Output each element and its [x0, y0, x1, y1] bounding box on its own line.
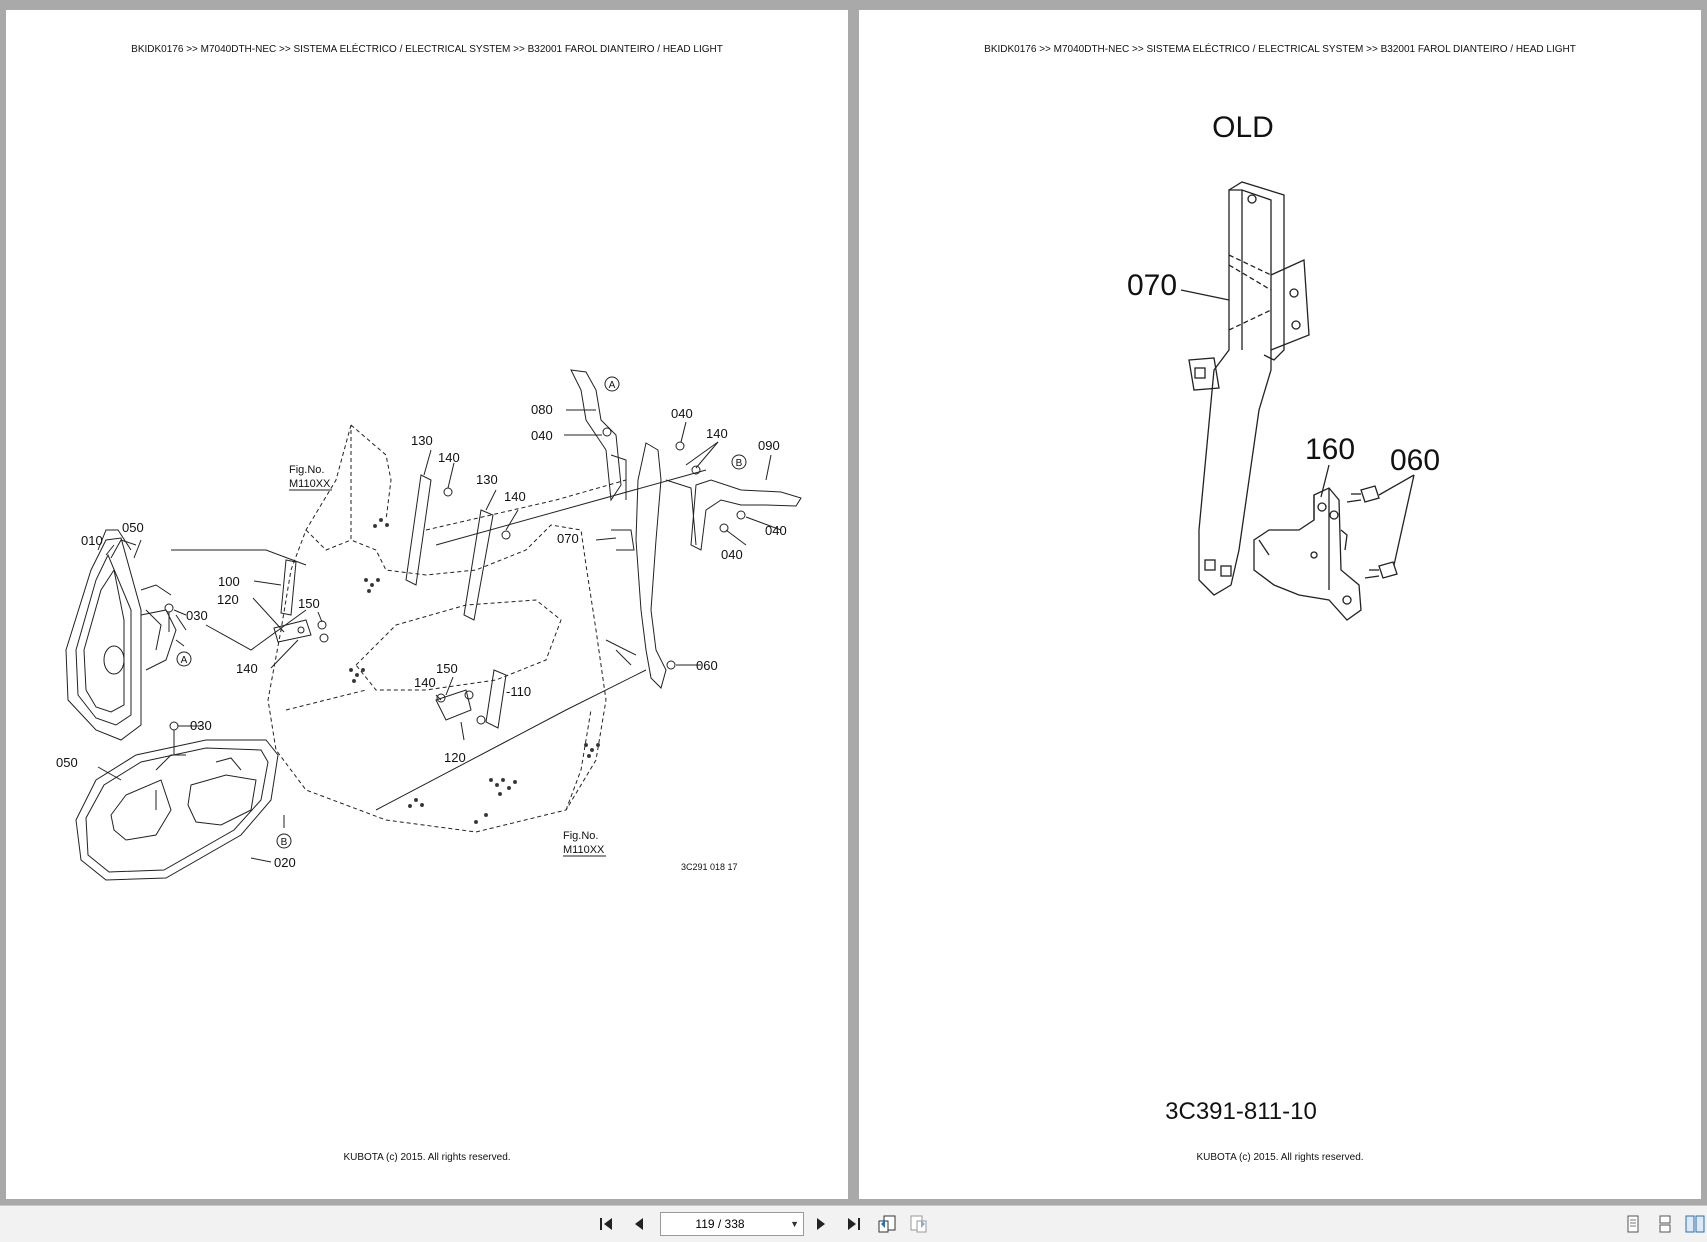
- exploded-diagram-headlight: 010 050 030 100 120 150 140 130 140 130 …: [56, 369, 802, 881]
- page-selector[interactable]: ▼: [660, 1212, 804, 1236]
- callout-120: 120: [444, 750, 466, 765]
- go-back-icon: [878, 1215, 896, 1233]
- callout-040: 040: [671, 406, 693, 421]
- callout-020: 020: [274, 855, 296, 870]
- go-back-button[interactable]: [876, 1214, 898, 1234]
- copyright-notice: KUBOTA (c) 2015. All rights reserved.: [1196, 1152, 1364, 1163]
- callout-140: 140: [706, 426, 728, 441]
- first-page-button[interactable]: [596, 1214, 618, 1234]
- copyright-notice: KUBOTA (c) 2015. All rights reserved.: [343, 1152, 511, 1163]
- single-page-view-button[interactable]: [1622, 1214, 1644, 1234]
- callout-080: 080: [531, 402, 553, 417]
- callout-010: 010: [81, 533, 103, 548]
- callout-090: 090: [758, 438, 780, 453]
- callout-130: 130: [411, 433, 433, 448]
- callout-040: 040: [531, 428, 553, 443]
- chevron-down-icon[interactable]: ▼: [790, 1219, 799, 1229]
- diagram-heading: OLD: [1212, 111, 1274, 144]
- callout-130: 130: [476, 472, 498, 487]
- callout-140: 140: [438, 450, 460, 465]
- callout-060: 060: [1390, 444, 1440, 477]
- next-page-icon: [817, 1218, 825, 1230]
- callout-110: -110: [506, 684, 531, 699]
- callout-060: 060: [696, 658, 718, 673]
- marker-b: B: [281, 837, 288, 848]
- two-page-view-icon: [1685, 1215, 1705, 1233]
- fig-ref-label: Fig.No.: [563, 830, 598, 842]
- callout-140: 140: [236, 661, 258, 676]
- marker-b: B: [736, 458, 743, 469]
- bracket-diagram-old: OLD: [1127, 111, 1440, 1125]
- go-forward-icon: [910, 1215, 927, 1233]
- continuous-view-icon: [1659, 1215, 1671, 1233]
- prev-page-icon: [635, 1218, 643, 1230]
- drawing-code: 3C291 018 17: [681, 862, 738, 872]
- callout-100: 100: [218, 574, 240, 589]
- document-page-left: BKIDK0176 >> M7040DTH-NEC >> SISTEMA ELÉ…: [6, 10, 848, 1199]
- callout-160: 160: [1305, 433, 1355, 466]
- next-page-button[interactable]: [810, 1214, 832, 1234]
- breadcrumb: BKIDK0176 >> M7040DTH-NEC >> SISTEMA ELÉ…: [131, 44, 723, 55]
- prev-page-button[interactable]: [628, 1214, 650, 1234]
- single-page-view-icon: [1627, 1215, 1639, 1233]
- fig-ref-number: M110XX: [289, 478, 331, 490]
- callout-040: 040: [721, 547, 743, 562]
- callout-070: 070: [557, 531, 579, 546]
- drawing-code: 3C391-811-10: [1165, 1098, 1317, 1125]
- fig-ref-label: Fig.No.: [289, 464, 324, 476]
- two-page-view-button[interactable]: [1684, 1214, 1706, 1234]
- callout-150: 150: [436, 661, 458, 676]
- callout-050: 050: [56, 755, 78, 770]
- marker-a: A: [181, 655, 188, 666]
- first-page-icon: [600, 1218, 612, 1230]
- callout-120: 120: [217, 592, 239, 607]
- go-forward-button[interactable]: [908, 1214, 930, 1234]
- continuous-view-button[interactable]: [1654, 1214, 1676, 1234]
- callout-140: 140: [414, 675, 436, 690]
- callout-150: 150: [298, 596, 320, 611]
- callout-050: 050: [122, 520, 144, 535]
- marker-a: A: [609, 380, 616, 391]
- document-page-right: BKIDK0176 >> M7040DTH-NEC >> SISTEMA ELÉ…: [859, 10, 1701, 1199]
- last-page-button[interactable]: [842, 1214, 864, 1234]
- callout-140: 140: [504, 489, 526, 504]
- fig-ref-number: M110XX: [563, 844, 605, 856]
- viewer-toolbar: ▼: [0, 1205, 1707, 1242]
- last-page-icon: [848, 1218, 860, 1230]
- page-number-input[interactable]: [661, 1213, 779, 1235]
- breadcrumb: BKIDK0176 >> M7040DTH-NEC >> SISTEMA ELÉ…: [984, 44, 1576, 55]
- callout-040: 040: [765, 523, 787, 538]
- callout-030: 030: [186, 608, 208, 623]
- callout-030: 030: [190, 718, 212, 733]
- callout-070: 070: [1127, 269, 1177, 302]
